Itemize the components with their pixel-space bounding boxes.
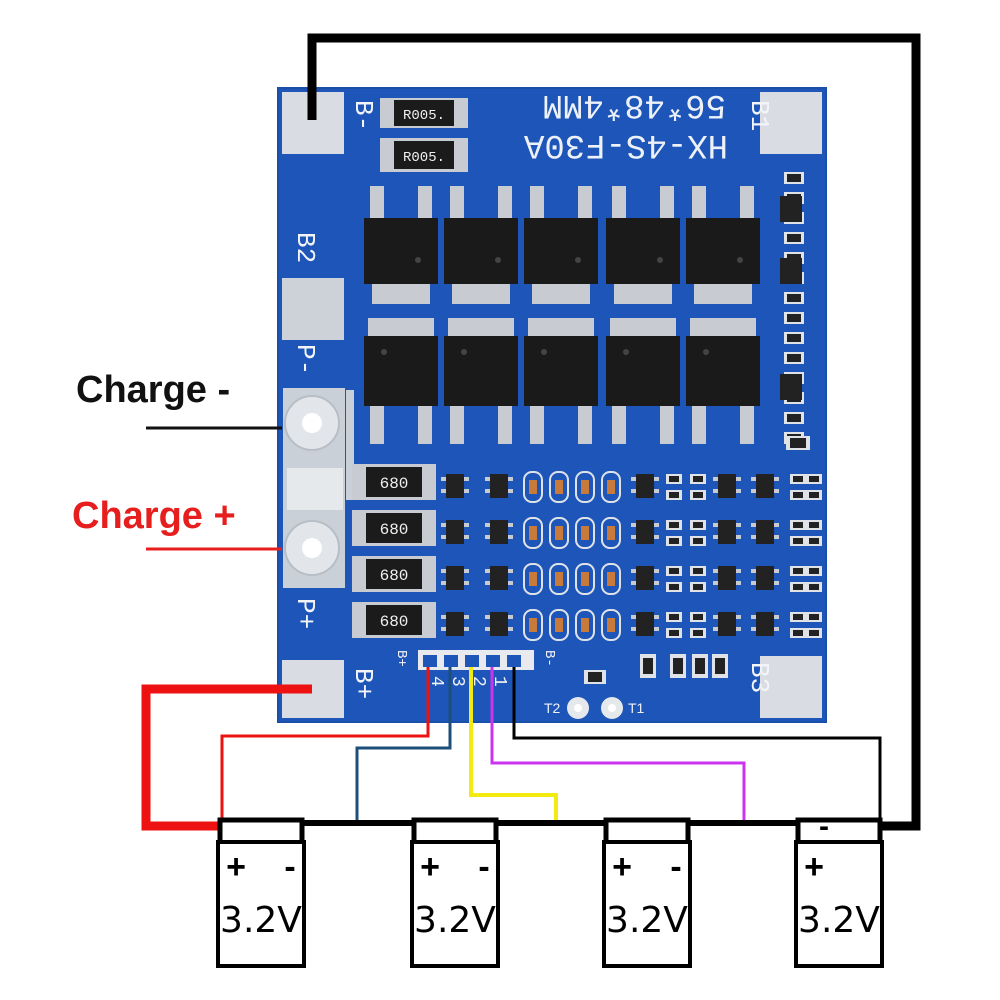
mosfet-array (364, 186, 760, 444)
pad-b3 (760, 656, 822, 718)
connector-pin-label: 3 (447, 676, 467, 687)
mosfet-bottom (606, 318, 680, 444)
charge-plus-label: Charge + (72, 495, 236, 537)
shunt-resistor: 680 (352, 602, 436, 638)
cell-voltage: 3.2V (798, 900, 880, 941)
pad-b2 (282, 278, 344, 340)
charge-minus-label: Charge - (76, 369, 230, 411)
silk-b2: B2 (290, 232, 320, 263)
pad-p-plus (284, 520, 340, 576)
thermistor-t1-label: T1 (628, 700, 645, 716)
shunt-resistor: 680 (352, 556, 436, 592)
cell-voltage: 3.2V (220, 900, 302, 941)
smd-component-area (441, 172, 822, 684)
mosfet-top (444, 186, 518, 304)
balance-connector: B+ B- 4 3 2 1 (393, 650, 557, 687)
mosfet-bottom (686, 318, 760, 444)
wire-balance-yellow (469, 667, 558, 822)
battery-cell: +3.2V (794, 817, 884, 968)
mosfet-bottom (364, 318, 438, 444)
silk-b3: B3 (744, 662, 774, 693)
mosfet-top (686, 186, 760, 304)
mosfet-top (364, 186, 438, 304)
silk-p-minus: P- (290, 344, 320, 375)
thermistor-pads: T2 T1 (544, 697, 645, 719)
connector-pin-label: 4 (426, 676, 446, 687)
wire-b-minus (307, 33, 921, 831)
mosfet-top (524, 186, 598, 304)
connector-pin-label: 1 (489, 676, 509, 687)
cell-plus-sign: + (420, 848, 440, 886)
svg-text:R005.: R005. (403, 108, 445, 124)
silk-p-plus: P+ (290, 598, 320, 629)
svg-text:R005.: R005. (403, 150, 445, 166)
wire-balance-purple (490, 667, 746, 822)
silk-b-minus: B- (348, 100, 378, 131)
board-model-text: HX-4S-F30A (523, 125, 728, 163)
cell-minus-sign: - (284, 848, 295, 886)
last-cell-minus-sign: - (819, 810, 829, 843)
cell-minus-sign: - (670, 848, 681, 886)
connector-b-minus-label: B- (541, 650, 557, 667)
connector-b-plus-label: B+ (393, 650, 409, 667)
cell-voltage: 3.2V (606, 900, 688, 941)
wire-balance-red (220, 667, 430, 820)
shunt-resistor: 680 (352, 510, 436, 546)
board-size-text: 56*48*4MM (542, 85, 726, 123)
cell-plus-sign: + (612, 848, 632, 886)
shunt-resistor-array: 680 680 680 680 (352, 464, 436, 638)
shunt-resistor-label: 680 (380, 521, 409, 539)
cell-plus-sign: + (226, 848, 246, 886)
wire-balance-black (512, 667, 882, 822)
pad-b1 (760, 92, 822, 154)
battery-cell-series: +-3.2V+-3.2V+-3.2V+3.2V- (216, 810, 884, 968)
shunt-resistor-label: 680 (380, 475, 409, 493)
cell-minus-sign: - (478, 848, 489, 886)
silk-b-plus: B+ (348, 668, 378, 699)
mosfet-bottom (524, 318, 598, 444)
top-resistor-2: R005. (380, 138, 468, 172)
connector-pin-label: 2 (468, 676, 488, 687)
wire-balance-blue (355, 667, 452, 822)
shunt-resistor-label: 680 (380, 567, 409, 585)
wire-b-plus (141, 684, 312, 831)
silk-b1: B1 (744, 100, 774, 131)
top-resistor-1: R005. (380, 98, 468, 128)
battery-cell: +- 3.2V (410, 817, 500, 968)
mosfet-bottom (444, 318, 518, 444)
battery-cell: +- 3.2V (602, 817, 692, 968)
thermistor-t2-label: T2 (544, 700, 561, 716)
cell-plus-sign: + (804, 848, 824, 886)
cell-voltage: 3.2V (414, 900, 496, 941)
mosfet-top (606, 186, 680, 304)
shunt-resistor-label: 680 (380, 613, 409, 631)
pad-p-minus (284, 395, 340, 451)
battery-cell: +- 3.2V (216, 817, 306, 968)
shunt-resistor: 680 (352, 464, 436, 500)
